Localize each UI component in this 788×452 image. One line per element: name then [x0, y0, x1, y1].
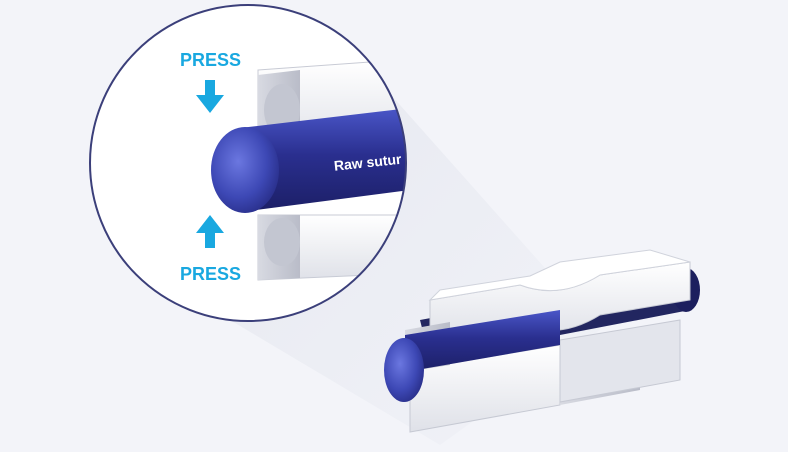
suture-label: Raw sutur	[333, 151, 403, 174]
suture-end-near	[384, 338, 424, 402]
press-label-top: PRESS	[180, 50, 241, 70]
arrow-up-icon	[196, 215, 224, 248]
suture-rod	[240, 108, 406, 212]
suture-rod-end	[211, 127, 279, 213]
press-label-bottom: PRESS	[180, 264, 241, 284]
magnifier-view: Raw sutur PRESS PRESS	[89, 4, 407, 322]
arrow-down-icon	[196, 80, 224, 113]
die-assembly	[384, 249, 700, 433]
magnifier-border	[89, 4, 407, 322]
